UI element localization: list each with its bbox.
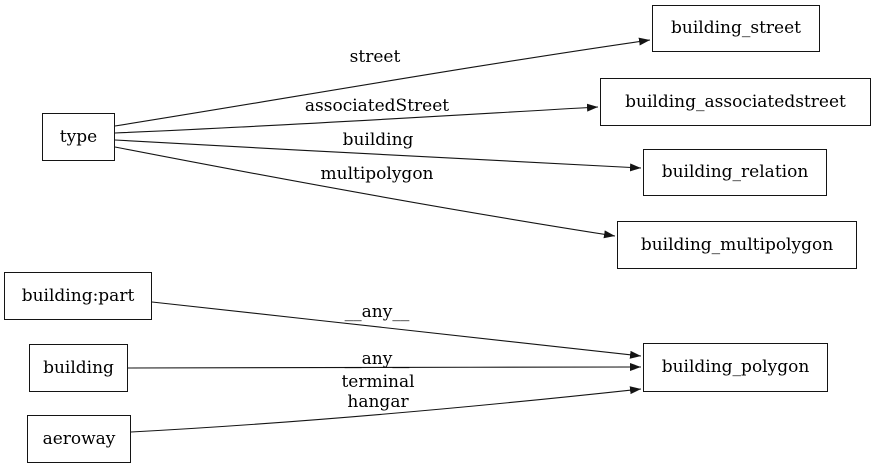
node-building-street-label: building_street — [671, 18, 801, 39]
node-building-multipolygon: building_multipolygon — [617, 221, 857, 269]
edge-type-building_multipolygon — [114, 146, 616, 239]
node-building-relation: building_relation — [643, 149, 827, 196]
edge-aeroway-building_polygon — [130, 386, 642, 433]
node-aeroway: aeroway — [27, 415, 131, 463]
node-type-label: type — [59, 126, 98, 147]
edge-type-building_associatedstreet — [114, 103, 599, 134]
node-building-associatedstreet: building_associatedstreet — [600, 78, 871, 126]
node-building-polygon: building_polygon — [643, 343, 828, 392]
edge-label-associatedstreet: associatedStreet — [304, 96, 450, 116]
node-type: type — [42, 113, 115, 161]
edge-label-any-building-part: __any__ — [344, 302, 410, 322]
node-building-relation-label: building_relation — [661, 162, 809, 183]
edge-label-any-building: __any__ — [344, 349, 410, 369]
edge-type-building_street — [114, 37, 651, 127]
node-building-associatedstreet-label: building_associatedstreet — [625, 91, 846, 112]
node-building-polygon-label: building_polygon — [661, 357, 810, 378]
edge-building-building_polygon — [127, 363, 642, 372]
node-building-street: building_street — [652, 5, 820, 52]
node-building-part-label: building:part — [21, 285, 135, 306]
edge-label-street: street — [349, 47, 401, 67]
edge-type-building_relation — [114, 139, 642, 172]
node-building: building — [29, 344, 128, 392]
edge-label-terminal-hangar: terminal hangar — [341, 372, 415, 412]
node-building-label: building — [43, 357, 114, 378]
node-aeroway-label: aeroway — [42, 428, 116, 449]
node-building-part: building:part — [4, 272, 152, 320]
edge-building_part-building_polygon — [151, 301, 642, 359]
node-building-multipolygon-label: building_multipolygon — [640, 234, 834, 255]
edge-label-building: building — [342, 130, 414, 150]
edge-label-multipolygon: multipolygon — [320, 164, 434, 184]
